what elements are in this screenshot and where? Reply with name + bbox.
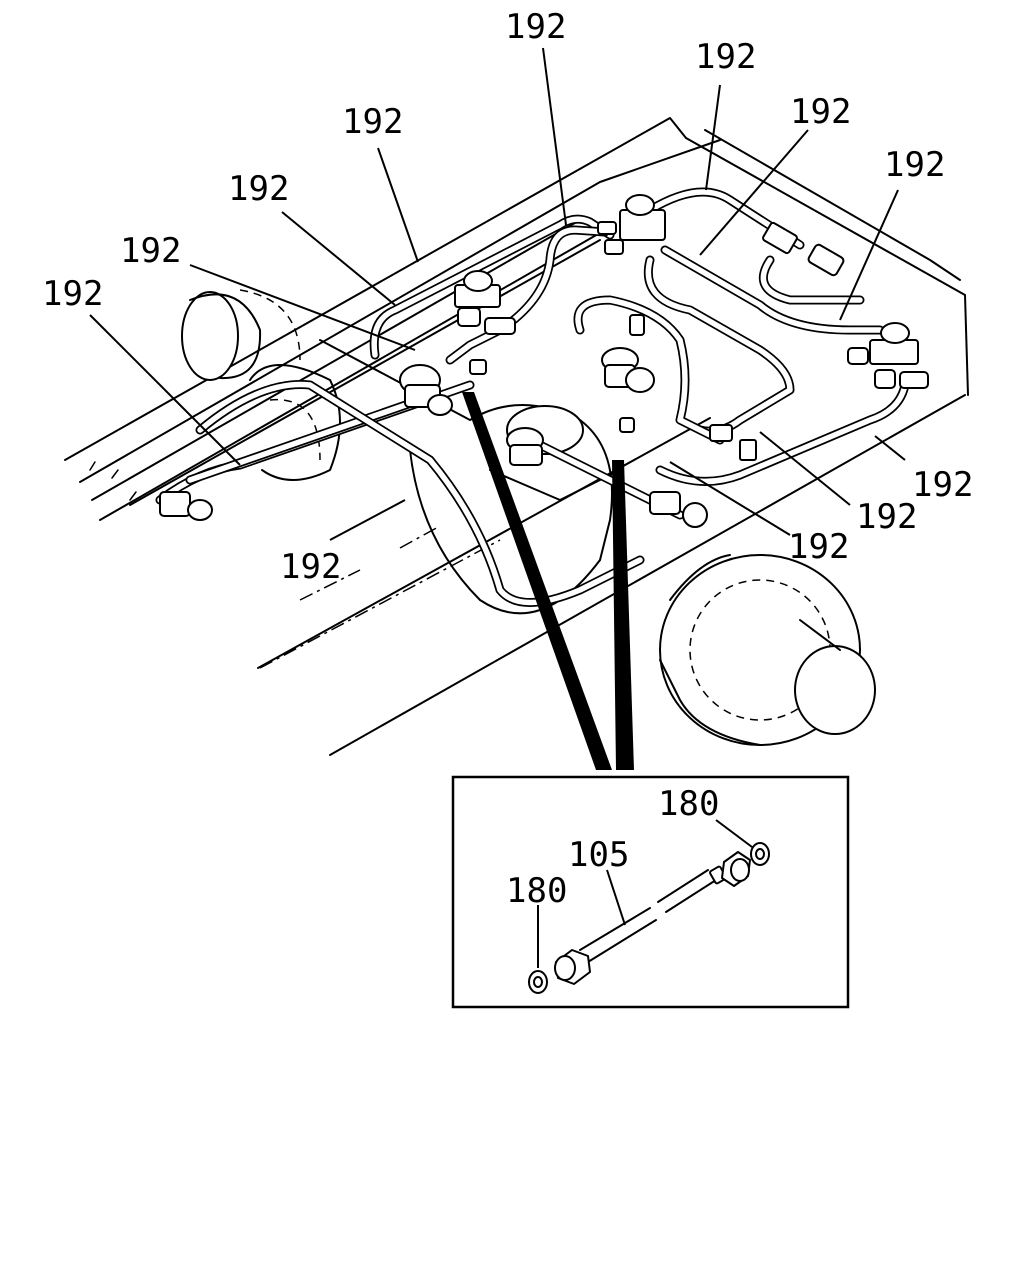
callout-192: 192 xyxy=(788,527,849,567)
fitting-far-left xyxy=(159,491,213,521)
washer-left xyxy=(528,970,548,994)
callout-192: 192 xyxy=(280,547,341,587)
callout-192: 192 xyxy=(884,145,945,185)
clip-center xyxy=(709,424,757,461)
valve-right xyxy=(847,322,929,389)
callout-192: 192 xyxy=(695,37,756,77)
hose-fitting-lower xyxy=(506,417,635,466)
chassis-frame xyxy=(64,117,969,756)
connector-upper-right xyxy=(762,221,845,277)
detail-inset: 180 105 180 xyxy=(451,775,850,1009)
callout-192: 192 xyxy=(505,7,566,47)
fitting-right-lower xyxy=(649,491,708,528)
banjo-bolt-part xyxy=(554,851,751,985)
callout-180-right: 180 xyxy=(658,784,719,824)
valve-left xyxy=(454,270,516,335)
hose-fitting-center xyxy=(601,314,655,393)
callouts-192: 192 192 192 192 192 192 192 192 192 192 … xyxy=(42,7,973,587)
axle-assembly xyxy=(181,289,876,746)
callout-192: 192 xyxy=(912,465,973,505)
fittings xyxy=(159,194,929,528)
callout-105: 105 xyxy=(568,835,629,875)
leader-lines xyxy=(89,47,906,541)
callout-180-left: 180 xyxy=(506,871,567,911)
callout-192: 192 xyxy=(856,497,917,537)
callout-192: 192 xyxy=(790,92,851,132)
hose-fitting-left xyxy=(399,359,487,416)
valve-tee-top xyxy=(597,194,666,255)
callout-wedges xyxy=(462,392,634,770)
callout-192: 192 xyxy=(342,102,403,142)
callout-192: 192 xyxy=(120,231,181,271)
callout-192: 192 xyxy=(228,169,289,209)
callout-192: 192 xyxy=(42,274,103,314)
washer-right xyxy=(750,842,770,866)
